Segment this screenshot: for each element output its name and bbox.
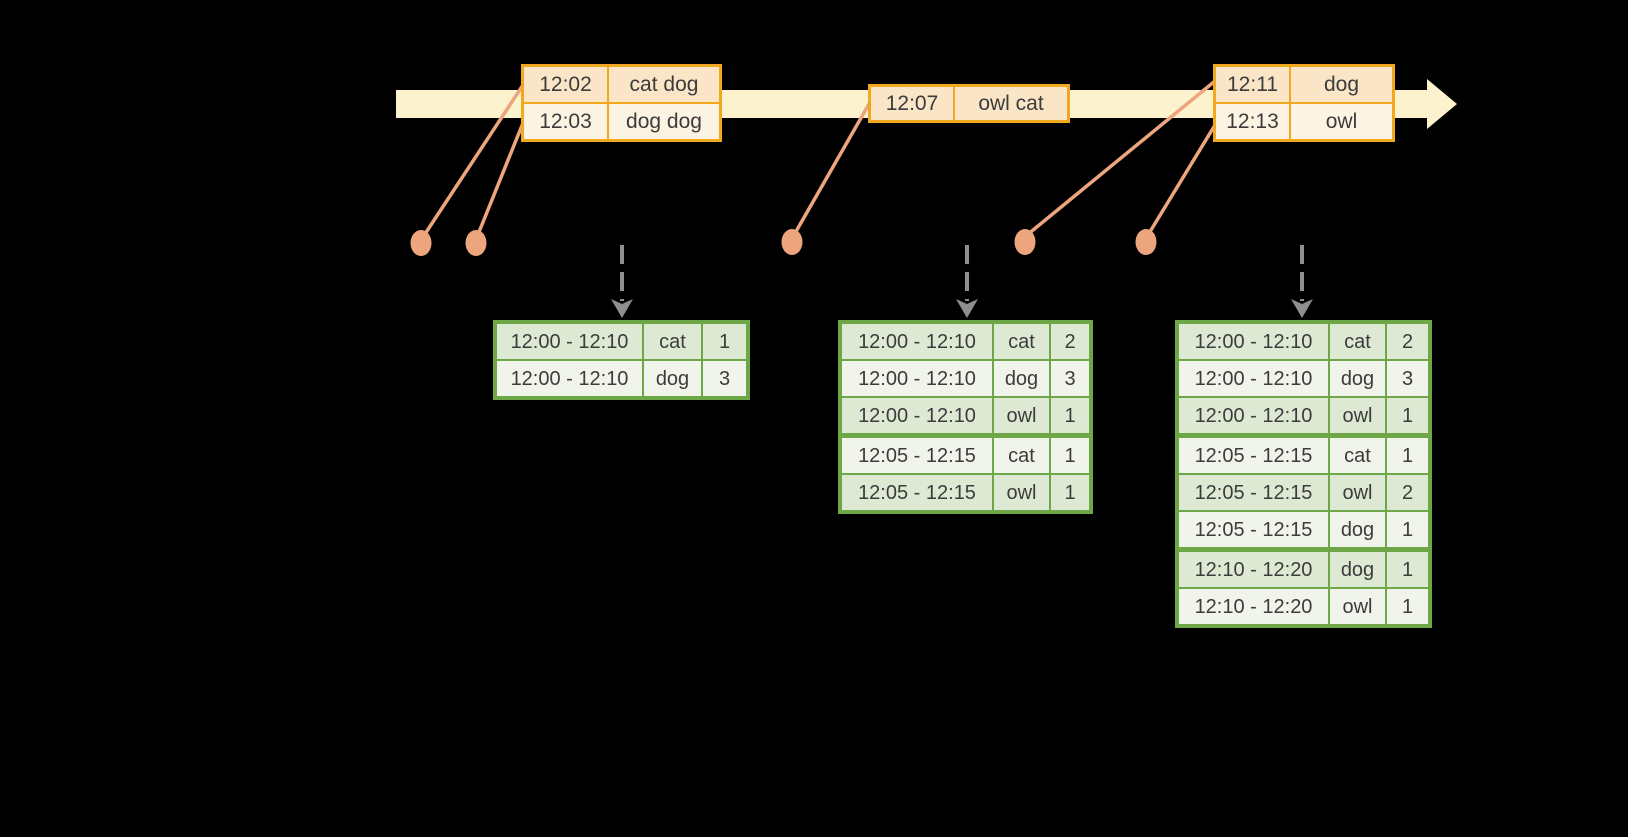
event-time-cell: 12:07	[871, 87, 953, 120]
arrow-down-icon	[611, 299, 633, 318]
word-cell: cat	[994, 324, 1049, 359]
event-dot	[781, 229, 803, 255]
count-cell: 1	[1051, 398, 1089, 433]
word-cell: cat	[994, 438, 1049, 473]
window-range-cell: 12:00 - 12:10	[1179, 324, 1328, 359]
count-cell: 3	[1387, 361, 1428, 396]
event-dot	[465, 230, 487, 256]
connector-line	[792, 102, 871, 237]
word-cell: cat	[1330, 438, 1385, 473]
window-range-cell: 12:05 - 12:15	[1179, 475, 1328, 510]
word-cell: dog	[994, 361, 1049, 396]
event-dot	[1135, 229, 1157, 255]
arrow-down-icon	[1291, 299, 1313, 318]
word-cell: owl	[994, 398, 1049, 433]
event-time-cell: 12:02	[524, 67, 607, 102]
connector-line	[421, 83, 525, 239]
count-cell: 1	[1051, 475, 1089, 510]
word-cell: owl	[1330, 475, 1385, 510]
event-time-cell: 12:13	[1216, 104, 1289, 139]
count-cell: 3	[1051, 361, 1089, 396]
connector-line	[475, 121, 525, 239]
word-cell: dog	[644, 361, 701, 396]
word-cell: dog	[1330, 552, 1385, 587]
window-range-cell: 12:00 - 12:10	[497, 361, 642, 396]
event-words-cell: owl	[1291, 104, 1392, 139]
trigger-arrow	[1291, 245, 1313, 318]
count-cell: 1	[1387, 589, 1428, 624]
word-cell: dog	[1330, 512, 1385, 547]
window-range-cell: 12:00 - 12:10	[497, 324, 642, 359]
word-cell: owl	[1330, 398, 1385, 433]
event-words-cell: dog	[1291, 67, 1392, 102]
trigger-arrow	[611, 245, 633, 318]
arrow-down-icon	[956, 299, 978, 318]
trigger-arrow	[956, 245, 978, 318]
event-dot	[410, 230, 432, 256]
word-cell: cat	[644, 324, 701, 359]
connector-line	[1025, 79, 1217, 237]
window-range-cell: 12:00 - 12:10	[1179, 398, 1328, 433]
count-cell: 2	[1387, 324, 1428, 359]
window-range-cell: 12:00 - 12:10	[842, 324, 992, 359]
window-range-cell: 12:05 - 12:15	[842, 475, 992, 510]
count-cell: 1	[1387, 398, 1428, 433]
connector-line	[1146, 123, 1217, 237]
count-cell: 3	[703, 361, 746, 396]
window-range-cell: 12:05 - 12:15	[1179, 438, 1328, 473]
window-range-cell: 12:05 - 12:15	[842, 438, 992, 473]
word-cell: owl	[994, 475, 1049, 510]
window-range-cell: 12:00 - 12:10	[842, 398, 992, 433]
event-dot	[1014, 229, 1036, 255]
word-cell: cat	[1330, 324, 1385, 359]
count-cell: 2	[1387, 475, 1428, 510]
timeline-arrowhead-icon	[1427, 79, 1457, 129]
event-words-cell: dog dog	[609, 104, 719, 139]
window-range-cell: 12:10 - 12:20	[1179, 589, 1328, 624]
window-range-cell: 12:00 - 12:10	[1179, 361, 1328, 396]
window-range-cell: 12:00 - 12:10	[842, 361, 992, 396]
event-words-cell: cat dog	[609, 67, 719, 102]
event-time-cell: 12:11	[1216, 67, 1289, 102]
event-time-cell: 12:03	[524, 104, 607, 139]
count-cell: 1	[703, 324, 746, 359]
count-cell: 1	[1387, 512, 1428, 547]
word-cell: dog	[1330, 361, 1385, 396]
event-words-cell: owl cat	[955, 87, 1067, 120]
window-range-cell: 12:05 - 12:15	[1179, 512, 1328, 547]
count-cell: 1	[1387, 552, 1428, 587]
count-cell: 1	[1051, 438, 1089, 473]
count-cell: 2	[1051, 324, 1089, 359]
count-cell: 1	[1387, 438, 1428, 473]
window-range-cell: 12:10 - 12:20	[1179, 552, 1328, 587]
word-cell: owl	[1330, 589, 1385, 624]
